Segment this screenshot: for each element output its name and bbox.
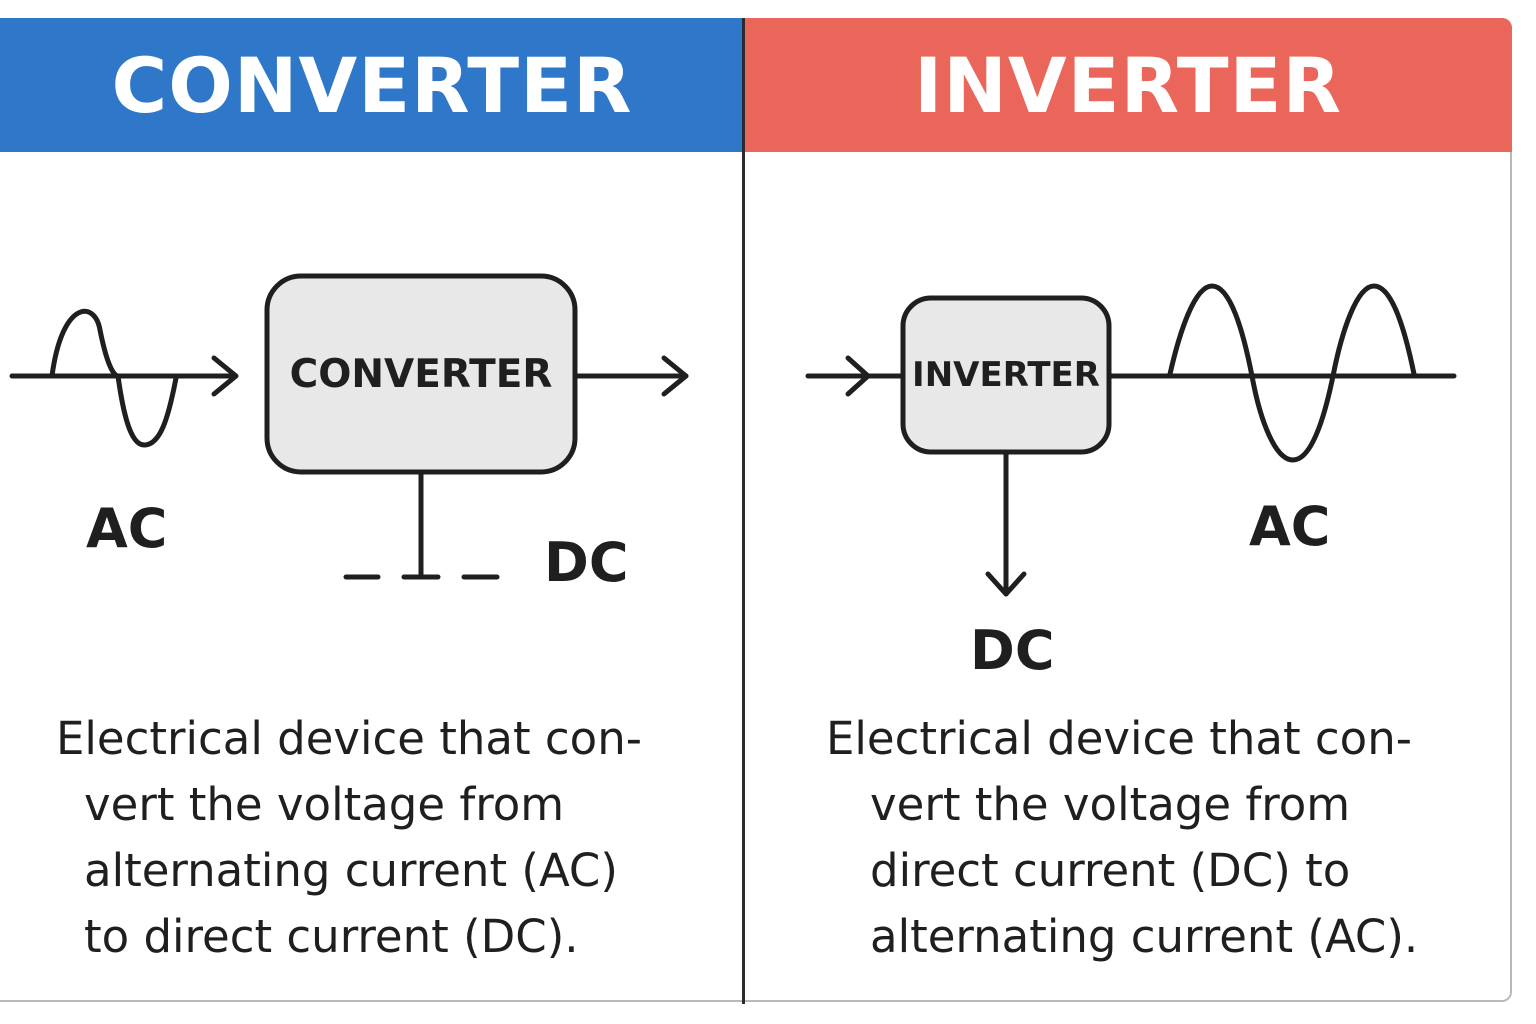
converter-ac-label: AC (86, 497, 168, 560)
description-line: vert the voltage from (870, 778, 1351, 831)
arrow-icon (985, 451, 1027, 597)
description-line: Electrical device that con- (826, 712, 1412, 765)
inverter-input-arrow (805, 355, 905, 397)
panel-divider (742, 18, 745, 1004)
inverter-dc-label: DC (970, 619, 1055, 682)
description-line: direct current (DC) to (870, 844, 1351, 897)
converter-output-arrow (574, 355, 689, 397)
description-line: alternating current (AC) (84, 844, 618, 897)
inverter-box-label: INVERTER (912, 355, 1100, 395)
inverter-header: INVERTER (744, 18, 1512, 152)
inverter-ac-label: AC (1249, 495, 1331, 558)
converter-header: CONVERTER (0, 18, 744, 152)
description-line: vert the voltage from (84, 778, 565, 831)
sine-wave-icon (49, 308, 179, 448)
converter-description: Electrical device that con- vert the vol… (56, 706, 642, 970)
inverter-description: Electrical device that con- vert the vol… (826, 706, 1418, 970)
converter-box-label: CONVERTER (289, 351, 553, 397)
arrow-icon (211, 355, 239, 397)
description-line: alternating current (AC). (870, 910, 1419, 963)
description-line: Electrical device that con- (56, 712, 642, 765)
converter-dc-label: DC (544, 531, 629, 594)
description-line: to direct current (DC). (84, 910, 579, 963)
sine-wave-icon (1167, 283, 1417, 463)
dc-line-icon (343, 471, 500, 580)
